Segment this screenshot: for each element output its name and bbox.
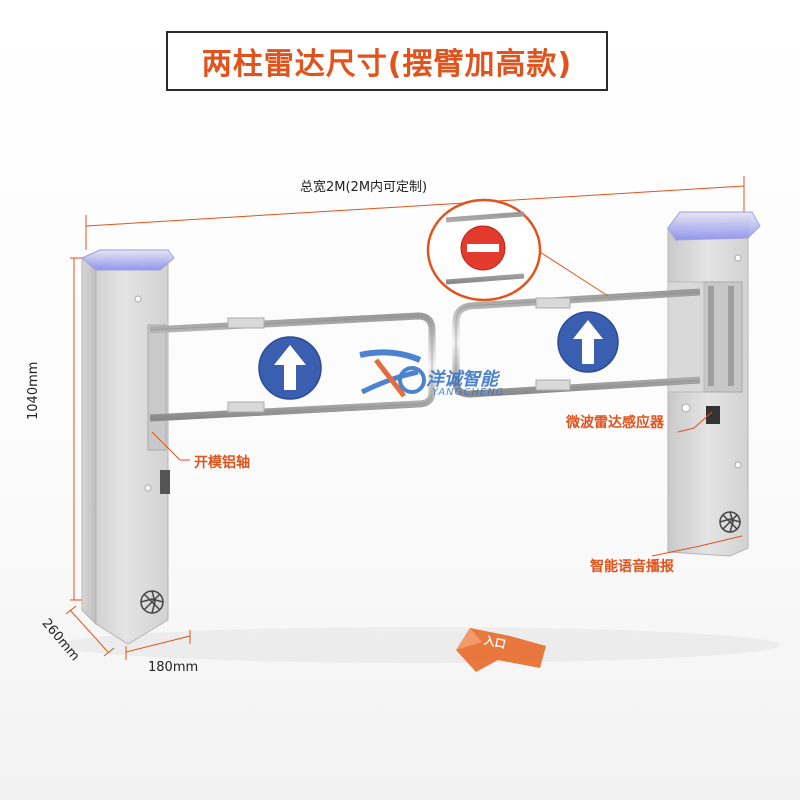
entrance-arrow-icon	[456, 628, 546, 672]
radar-leader	[677, 411, 713, 433]
total-width-label: 总宽2M(2M内可定制)	[300, 180, 428, 195]
width-dimension	[125, 630, 191, 660]
right-led-strip	[667, 211, 761, 241]
left-pillar	[81, 249, 175, 645]
total-width-dimension	[85, 176, 745, 250]
page-title: 两柱雷达尺寸(摆臂加高款)	[201, 47, 573, 82]
callout-voice-broadcast: 智能语音播报	[590, 559, 674, 575]
height-label: 1040mm	[26, 361, 41, 420]
title-box: 两柱雷达尺寸(摆臂加高款)	[166, 31, 608, 91]
shaft-leader	[151, 431, 190, 461]
no-entry-highlight	[426, 198, 542, 302]
highlight-leader	[539, 251, 609, 297]
floor-shadow	[60, 627, 780, 663]
left-arrow-sign	[258, 336, 322, 400]
brand-logo-sub: YANGCHENG	[432, 387, 505, 398]
depth-dimension	[65, 605, 115, 657]
right-pillar	[666, 211, 761, 557]
brand-logo-name: 洋诚智能	[426, 369, 498, 390]
left-speaker-icon	[140, 590, 164, 614]
callout-aluminum-shaft: 开模铝轴	[194, 455, 250, 471]
right-swing-arm	[452, 288, 701, 398]
right-speaker-icon	[719, 511, 741, 533]
brand-logo-mark	[359, 349, 426, 398]
callout-radar-sensor: 微波雷达感应器	[566, 415, 664, 431]
right-arrow-sign	[557, 311, 619, 373]
voice-leader	[651, 535, 743, 557]
left-swing-arm	[149, 312, 436, 422]
radar-sensor-window	[706, 406, 720, 424]
width-label: 180mm	[148, 660, 199, 675]
left-led-strip	[81, 249, 175, 271]
